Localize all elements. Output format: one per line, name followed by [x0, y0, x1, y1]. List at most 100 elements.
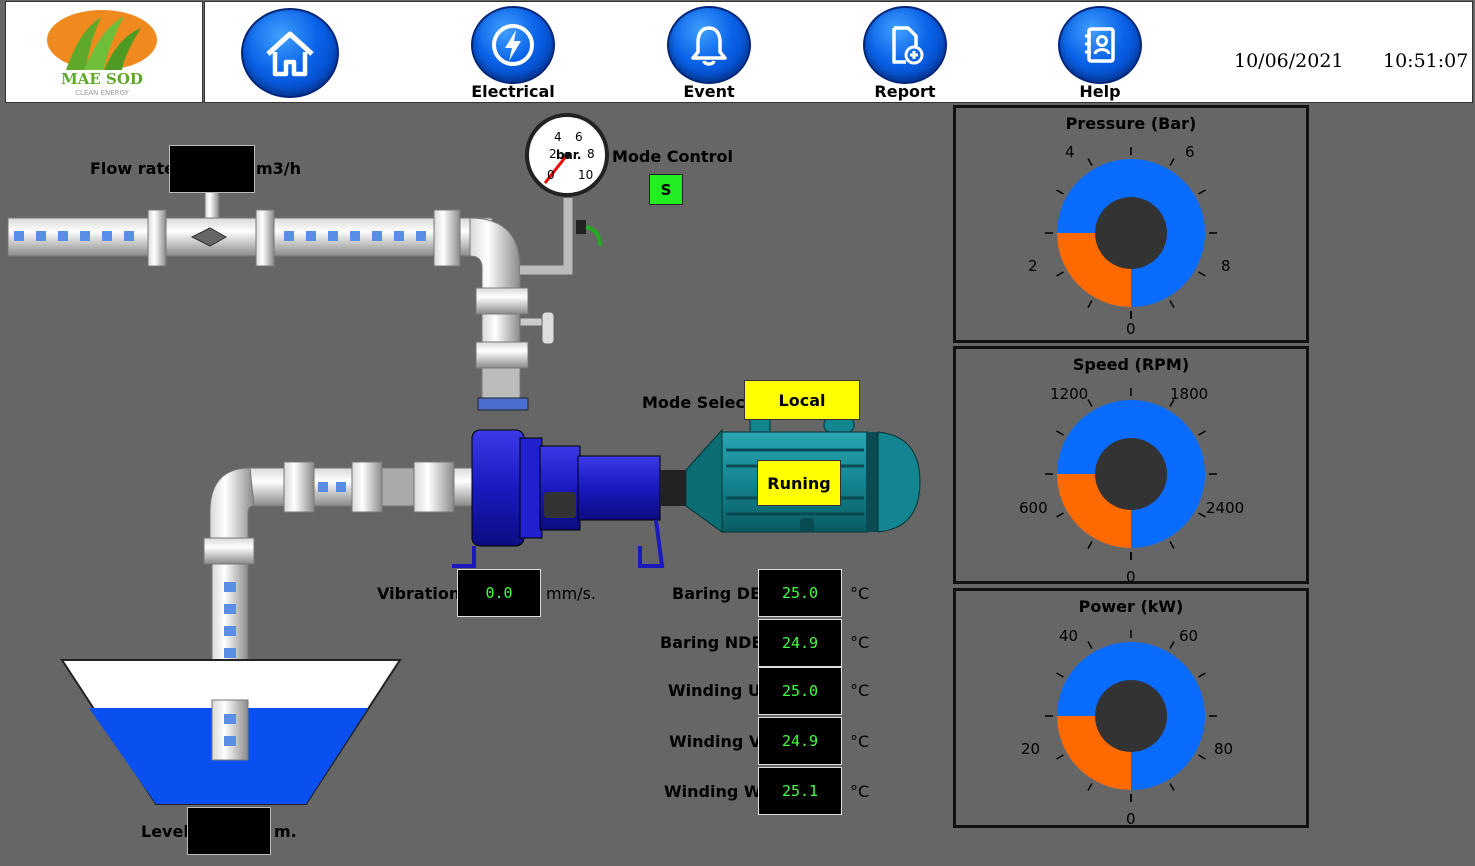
flow-rate-unit: m3/h — [256, 159, 302, 178]
dial-tick-label: 0 — [547, 168, 555, 182]
header-time: 10:51:07 — [1383, 50, 1469, 72]
temp-readout-baring-nde: 24.9 — [758, 619, 842, 667]
motor-status-badge: Runing — [757, 460, 841, 506]
mode-select-label: Mode Select — [642, 393, 753, 412]
water-tank — [60, 659, 402, 805]
nav-label-report: Report — [874, 82, 936, 101]
flow-rate-display — [169, 145, 255, 193]
gauge-tick-label: 60 — [1179, 627, 1199, 645]
home-icon — [241, 8, 339, 98]
gauge-tick-label: 4 — [1065, 143, 1075, 161]
temp-unit: °C — [850, 732, 870, 751]
gauge-title: Pressure (Bar) — [1065, 114, 1197, 133]
temp-readout-winding-w: 25.1 — [758, 767, 842, 815]
gauge-tick — [1087, 541, 1093, 549]
gauge-title: Speed (RPM) — [1072, 355, 1190, 374]
temp-unit: °C — [850, 681, 870, 700]
nav-label-help: Help — [1079, 82, 1121, 101]
gauge-tick-label: 1800 — [1170, 385, 1209, 403]
gauge-tick — [1087, 783, 1093, 791]
gauge-tick — [1087, 300, 1093, 308]
gauge-tick — [1056, 512, 1064, 518]
gauge-tick-label: 0 — [1126, 320, 1136, 338]
bell-icon — [667, 6, 751, 84]
gauge-tick-label: 20 — [1021, 740, 1041, 758]
logo-subtext: CLEAN ENERGY — [75, 89, 129, 97]
gauge-tick-label: 2400 — [1206, 499, 1245, 517]
logo-box: MAE SOD CLEAN ENERGY — [5, 1, 203, 103]
level-display — [187, 807, 271, 855]
gauge-tick — [1169, 783, 1175, 791]
gauge-tick — [1198, 512, 1206, 518]
header-bar: Electrical Event Report Help 10/06/2021 … — [204, 1, 1473, 103]
electrical-button[interactable]: Electrical — [471, 6, 555, 101]
gauge-tick — [1056, 672, 1064, 678]
dial-tick-label: 2 — [549, 147, 557, 161]
gauge-tick-label: 6 — [1185, 143, 1195, 161]
home-button[interactable] — [241, 8, 339, 98]
report-button[interactable]: Report — [863, 6, 947, 101]
level-label: Level — [141, 822, 189, 841]
help-button[interactable]: Help — [1058, 6, 1142, 101]
gauge-tick — [1087, 158, 1093, 166]
inlet-pipe-top — [7, 191, 521, 291]
dial-tick-label: 6 — [575, 130, 583, 144]
gauge-title: Power (kW) — [1078, 597, 1184, 616]
pump-process-diagram — [7, 113, 921, 805]
gauge-tick-label: 600 — [1019, 499, 1048, 517]
temp-unit: °C — [850, 584, 870, 603]
speed-gauge-panel: Speed (RPM) 0 600 1200 1800 2400 — [953, 346, 1309, 586]
gauge-tick — [1056, 430, 1064, 436]
gauge-center — [1095, 438, 1167, 510]
pressure-gauge — [1045, 147, 1217, 319]
logo-text: MAE SOD — [61, 70, 143, 88]
gauge-tick — [1198, 754, 1206, 760]
vibration-label: Vibration — [377, 584, 461, 603]
gauge-tick-label: 40 — [1059, 627, 1079, 645]
pressure-dial-gauge — [525, 113, 609, 197]
gauge-tick — [1198, 189, 1206, 195]
gauge-center — [1095, 680, 1167, 752]
gauge-tick — [1198, 430, 1206, 436]
gauge-tick — [1169, 399, 1175, 407]
mode-control-indicator[interactable]: S — [649, 174, 683, 205]
pressure-gauge-panel: Pressure (Bar) 0 2 4 6 8 — [953, 105, 1309, 343]
temp-unit: °C — [850, 782, 870, 801]
temp-label-winding-w: Winding W — [664, 782, 762, 801]
vibration-unit: mm/s. — [546, 584, 596, 603]
speed-gauge — [1045, 388, 1217, 560]
gauge-tick-label: 2 — [1028, 257, 1038, 275]
level-unit: m. — [274, 822, 297, 841]
dial-tick-label: 4 — [554, 130, 562, 144]
dial-tick-label: 8 — [587, 147, 595, 161]
temp-label-baring-nde: Baring NDE — [660, 633, 763, 652]
gauge-tick-label: 0 — [1126, 810, 1136, 828]
gauge-tick — [1169, 541, 1175, 549]
gauge-tick — [1169, 300, 1175, 308]
gauge-tick — [1087, 641, 1093, 649]
gauge-tick — [1056, 271, 1064, 277]
nav-label-event: Event — [683, 82, 735, 101]
dial-face: 2 4 6 8 0 10 bar. — [537, 126, 597, 186]
gauge-tick-label: 0 — [1126, 568, 1136, 586]
vibration-readout: 0.0 — [457, 569, 541, 617]
gauge-tick — [1056, 189, 1064, 195]
gauge-tick-label: 80 — [1214, 740, 1234, 758]
temp-readout-winding-u: 25.0 — [758, 667, 842, 715]
gauge-tick — [1056, 754, 1064, 760]
gauge-tick — [1087, 399, 1093, 407]
mae-sod-logo: MAE SOD CLEAN ENERGY — [47, 10, 157, 97]
report-add-icon — [863, 6, 947, 84]
header-date: 10/06/2021 — [1234, 50, 1344, 72]
gauge-tick — [1169, 641, 1175, 649]
gauge-tick — [1198, 271, 1206, 277]
gauge-tick-label: 8 — [1221, 257, 1231, 275]
mode-select-local-button[interactable]: Local — [744, 380, 860, 420]
temp-readout-winding-v: 24.9 — [758, 717, 842, 765]
gauge-center — [1095, 197, 1167, 269]
gauge-tap-line — [520, 198, 602, 275]
event-button[interactable]: Event — [667, 6, 751, 101]
temp-label-baring-de: Baring DE — [672, 584, 761, 603]
temp-readout-baring-de: 25.0 — [758, 569, 842, 617]
gauge-tick — [1169, 158, 1175, 166]
